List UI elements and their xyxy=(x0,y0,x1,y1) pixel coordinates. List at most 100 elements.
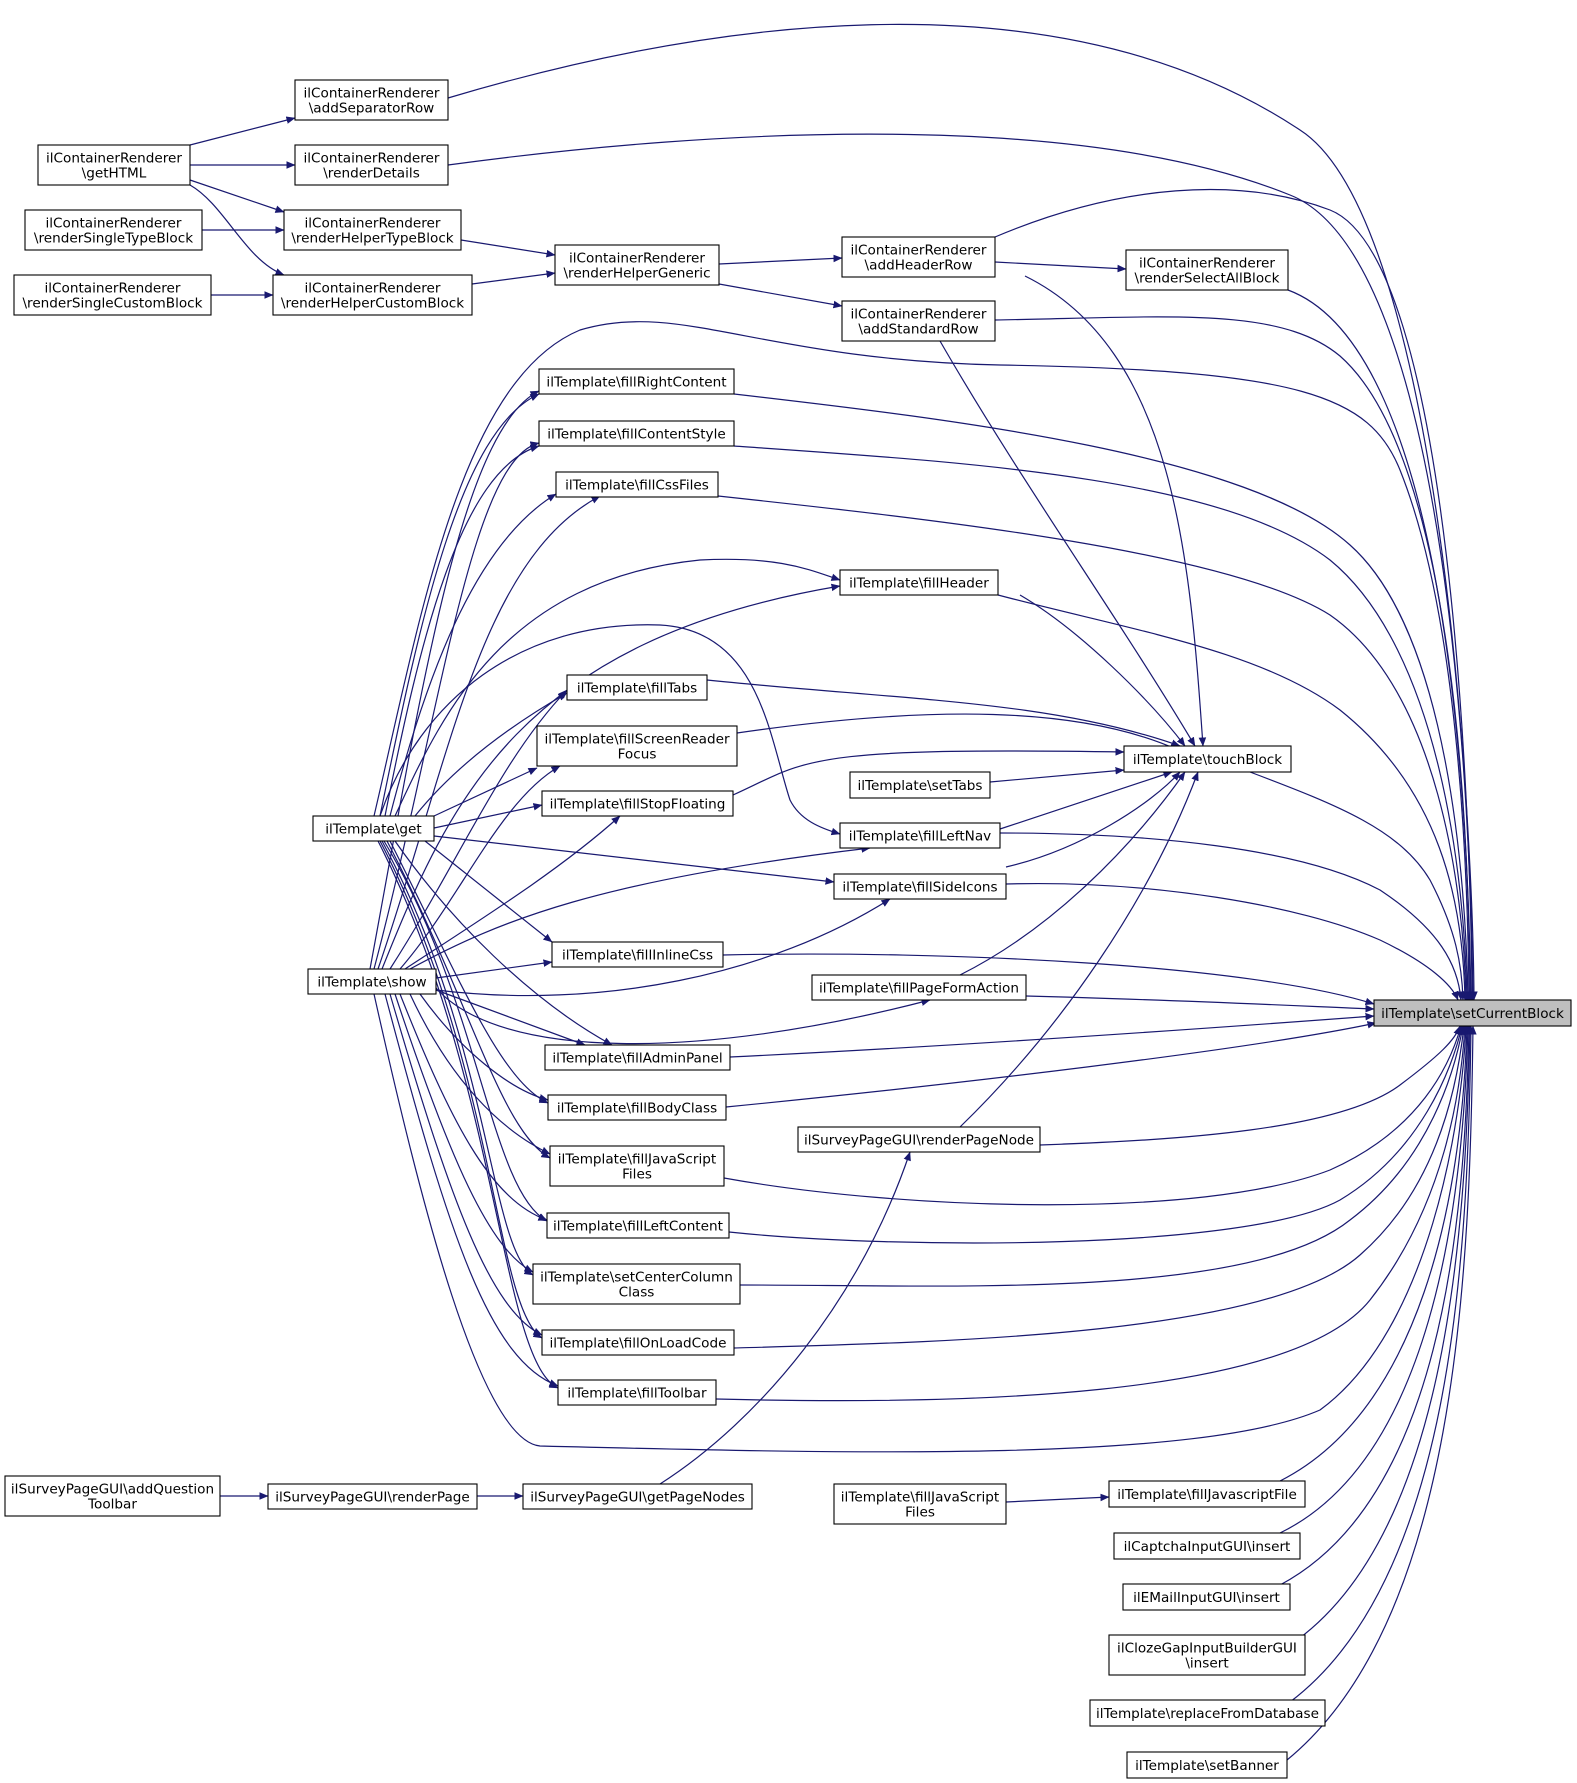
edge-get-to-fill-right-content xyxy=(379,393,540,817)
node-label: Class xyxy=(619,1285,655,1301)
node-box xyxy=(833,1483,1007,1525)
node-box xyxy=(555,471,719,498)
node-cr-add-separator-row[interactable]: ilContainerRenderer\addSeparatorRow xyxy=(294,79,449,121)
edge-cr-render-details-to-set-current-block xyxy=(447,133,1477,1001)
edge-cr-get-html-to-cr-add-separator-row xyxy=(189,116,296,146)
nodes: ilTemplate\setCurrentBlock ilContainerRen… xyxy=(4,79,1572,1779)
node-get[interactable]: ilTemplate\get xyxy=(312,815,435,842)
edge-fill-css-files-to-set-current-block xyxy=(717,495,1470,1001)
node-label: ilContainerRenderer xyxy=(304,216,440,232)
node-fill-body-class[interactable]: ilTemplate\fillBodyClass xyxy=(547,1094,727,1121)
edge-show-to-fill-side-icons xyxy=(435,898,891,997)
node-sp-get-page-nodes[interactable]: ilSurveyPageGUI\getPageNodes xyxy=(522,1483,753,1510)
edge-fill-left-content-to-set-current-block xyxy=(728,1025,1464,1244)
node-label: ilTemplate\fillTabs xyxy=(577,681,697,697)
node-box xyxy=(541,1329,735,1356)
node-sp-render-page-node[interactable]: ilSurveyPageGUI\renderPageNode xyxy=(797,1126,1041,1153)
edge-cr-add-separator-row-to-set-current-block xyxy=(447,23,1478,1001)
node-fill-side-icons[interactable]: ilTemplate\fillSideIcons xyxy=(833,873,1007,900)
node-label: ilSurveyPageGUI\renderPage xyxy=(275,1490,470,1506)
node-label: \renderSingleCustomBlock xyxy=(22,296,202,312)
node-label: Files xyxy=(622,1167,652,1183)
node-fill-stop-floating[interactable]: ilTemplate\fillStopFloating xyxy=(541,790,734,817)
node-fill-left-content[interactable]: ilTemplate\fillLeftContent xyxy=(546,1212,730,1239)
edge-cloze-insert-to-set-current-block xyxy=(1289,1025,1474,1646)
node-label: ilTemplate\fillJavaScript xyxy=(841,1490,999,1506)
node-box xyxy=(294,144,449,186)
node-fill-page-form-action[interactable]: ilTemplate\fillPageFormAction xyxy=(811,974,1027,1001)
node-cr-render-helper-custom-block[interactable]: ilContainerRenderer\renderHelperCustomBl… xyxy=(272,274,473,316)
node-box xyxy=(1108,1480,1306,1508)
node-fill-css-files[interactable]: ilTemplate\fillCssFiles xyxy=(555,471,719,498)
node-cr-get-html[interactable]: ilContainerRenderer\getHTML xyxy=(37,144,191,186)
node-sp-render-page[interactable]: ilSurveyPageGUI\renderPage xyxy=(267,1483,478,1510)
node-fill-header[interactable]: ilTemplate\fillHeader xyxy=(839,569,999,596)
node-fill-javascript-file[interactable]: ilTemplate\fillJavascriptFile xyxy=(1108,1480,1306,1508)
node-label: ilContainerRenderer xyxy=(303,86,439,102)
node-cloze-insert[interactable]: ilClozeGapInputBuilderGUI\insert xyxy=(1108,1634,1306,1676)
node-touch-block[interactable]: ilTemplate\touchBlock xyxy=(1123,745,1292,773)
node-cr-render-details[interactable]: ilContainerRenderer\renderDetails xyxy=(294,144,449,186)
node-cr-add-standard-row[interactable]: ilContainerRenderer\addStandardRow xyxy=(841,300,996,342)
node-fill-right-content[interactable]: ilTemplate\fillRightContent xyxy=(538,368,735,395)
node-label: ilTemplate\fillContentStyle xyxy=(547,427,725,443)
node-email-insert[interactable]: ilEMailInputGUI\insert xyxy=(1122,1583,1291,1611)
node-label: ilContainerRenderer xyxy=(850,307,986,323)
node-set-banner[interactable]: ilTemplate\setBanner xyxy=(1126,1751,1288,1779)
node-fill-left-nav[interactable]: ilTemplate\fillLeftNav xyxy=(839,822,1001,849)
node-cr-render-helper-type-block[interactable]: ilContainerRenderer\renderHelperTypeBloc… xyxy=(283,209,462,251)
node-label: ilTemplate\fillInlineCss xyxy=(562,948,713,964)
node-show[interactable]: ilTemplate\show xyxy=(307,968,437,995)
node-fill-admin-panel[interactable]: ilTemplate\fillAdminPanel xyxy=(544,1044,731,1071)
node-fill-inline-css[interactable]: ilTemplate\fillInlineCss xyxy=(551,941,724,968)
node-box xyxy=(833,873,1007,900)
edge-cr-add-header-row-to-cr-render-select-all-block xyxy=(994,261,1127,273)
node-cr-render-single-type-block[interactable]: ilContainerRenderer\renderSingleTypeBloc… xyxy=(24,209,203,251)
node-label: ilContainerRenderer xyxy=(303,151,439,167)
node-label: ilTemplate\fillStopFloating xyxy=(550,797,726,813)
node-fill-content-style[interactable]: ilTemplate\fillContentStyle xyxy=(538,420,735,447)
edge-get-to-fill-left-nav xyxy=(379,624,841,836)
node-label: \renderHelperGeneric xyxy=(563,266,710,282)
edge-cr-render-helper-generic-to-cr-add-header-row xyxy=(718,254,843,265)
node-label: ilEMailInputGUI\insert xyxy=(1133,1590,1280,1606)
edge-show-to-fill-tabs xyxy=(389,689,568,970)
node-box xyxy=(554,244,720,286)
node-label: ilTemplate\fillSideIcons xyxy=(842,880,997,896)
node-captcha-insert[interactable]: ilCaptchaInputGUI\insert xyxy=(1113,1532,1301,1560)
node-box xyxy=(839,822,1001,849)
node-label: Focus xyxy=(618,747,657,763)
node-set-tabs[interactable]: ilTemplate\setTabs xyxy=(849,771,991,799)
node-box xyxy=(551,941,724,968)
node-label: \renderDetails xyxy=(323,166,420,182)
node-cr-render-select-all-block[interactable]: ilContainerRenderer\renderSelectAllBlock xyxy=(1125,249,1289,291)
node-label: \addSeparatorRow xyxy=(309,101,435,117)
node-replace-from-database[interactable]: ilTemplate\replaceFromDatabase xyxy=(1089,1699,1326,1727)
edge-cr-get-html-to-cr-render-helper-type-block xyxy=(189,179,285,213)
edge-fill-content-style-to-set-current-block xyxy=(733,445,1471,1001)
node-cr-render-helper-generic[interactable]: ilContainerRenderer\renderHelperGeneric xyxy=(554,244,720,286)
node-fill-on-load-code[interactable]: ilTemplate\fillOnLoadCode xyxy=(541,1329,735,1356)
node-cr-render-single-custom-block[interactable]: ilContainerRenderer\renderSingleCustomBl… xyxy=(13,274,212,316)
edge-set-center-column-class-to-set-current-block xyxy=(739,1025,1466,1287)
node-label: ilTemplate\setCenterColumn xyxy=(540,1270,733,1286)
node-label: ilContainerRenderer xyxy=(1139,256,1275,272)
edge-cr-add-standard-row-to-touch-block xyxy=(939,340,1196,747)
node-cr-add-header-row[interactable]: ilContainerRenderer\addHeaderRow xyxy=(841,236,996,278)
node-box xyxy=(811,974,1027,1001)
node-box xyxy=(267,1483,478,1510)
node-box xyxy=(1089,1699,1326,1727)
node-box xyxy=(566,674,708,701)
node-set-current-block[interactable]: ilTemplate\setCurrentBlock xyxy=(1373,999,1572,1027)
edge-replace-from-database-to-set-current-block xyxy=(1289,1025,1475,1703)
edge-fill-body-class-to-set-current-block xyxy=(725,1021,1377,1108)
edge-get-to-fill-on-load-code xyxy=(379,840,543,1339)
node-fill-toolbar[interactable]: ilTemplate\fillToolbar xyxy=(557,1379,717,1406)
node-label: ilContainerRenderer xyxy=(46,151,182,167)
node-fill-tabs[interactable]: ilTemplate\fillTabs xyxy=(566,674,708,701)
